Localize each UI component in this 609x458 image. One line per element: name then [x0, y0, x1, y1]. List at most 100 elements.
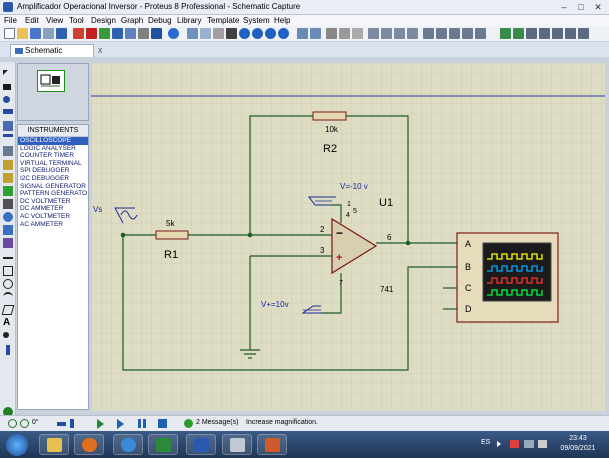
import-icon[interactable] — [43, 28, 54, 39]
box-2d-icon[interactable] — [3, 266, 13, 276]
search-tag-icon[interactable] — [500, 28, 511, 39]
clock-date[interactable]: 09/09/2021 — [560, 445, 596, 452]
mirror-horizontal-icon[interactable] — [57, 422, 66, 426]
tab-close-icon[interactable]: x — [98, 45, 103, 55]
tab-schematic-capture[interactable]: Schematic Capture — [10, 44, 94, 67]
gerber-icon[interactable] — [125, 28, 136, 39]
text-script-icon[interactable] — [3, 121, 13, 131]
menu-tool[interactable]: Tool — [69, 16, 84, 25]
paste-icon[interactable] — [352, 28, 363, 39]
taskbar-excel[interactable] — [148, 434, 178, 455]
action-center-icon[interactable] — [510, 440, 519, 448]
marker-2d-icon[interactable] — [6, 345, 10, 355]
pcb-layout-icon[interactable] — [99, 28, 110, 39]
taskbar-browser[interactable] — [113, 434, 143, 455]
redo-icon[interactable] — [310, 28, 321, 39]
stop-icon[interactable] — [158, 419, 167, 428]
mirror-vertical-icon[interactable] — [70, 419, 74, 428]
instrument-item[interactable]: I2C DEBUGGER — [20, 174, 70, 182]
design-explorer-icon[interactable] — [151, 28, 162, 39]
graph-mode-icon[interactable] — [3, 186, 13, 196]
overview-viewport[interactable] — [37, 70, 65, 92]
bus-icon[interactable] — [3, 134, 13, 137]
terminal-icon[interactable] — [3, 160, 13, 170]
zoom-area-icon[interactable] — [278, 28, 289, 39]
schematic-icon[interactable] — [86, 28, 97, 39]
schematic-canvas[interactable]: 10k R2 5k R1 Vs − + 2 3 6 4 5 1 7 U1 741… — [91, 63, 605, 411]
pan-icon[interactable] — [226, 28, 237, 39]
play-icon[interactable] — [97, 419, 104, 429]
taskbar-media-player[interactable] — [74, 434, 104, 455]
instrument-item[interactable]: SPI DEBUGGER — [20, 167, 70, 175]
rotate-ccw-icon[interactable] — [8, 419, 17, 428]
menu-edit[interactable]: Edit — [25, 16, 39, 25]
refresh-icon[interactable] — [187, 28, 198, 39]
clock-time[interactable]: 23:43 — [569, 435, 587, 442]
network-icon[interactable] — [524, 440, 534, 448]
electrical-rule-check-icon[interactable] — [578, 28, 589, 39]
menu-graph[interactable]: Graph — [121, 16, 144, 25]
generator-icon[interactable] — [3, 212, 13, 222]
path-2d-icon[interactable] — [1, 305, 15, 315]
start-button[interactable] — [6, 434, 28, 456]
text-2d-icon[interactable]: A — [3, 317, 11, 328]
zoom-out-icon[interactable] — [252, 28, 263, 39]
overview-window[interactable] — [17, 63, 89, 121]
close-project-icon[interactable] — [56, 28, 67, 39]
zoom-all-icon[interactable] — [265, 28, 276, 39]
menu-debug[interactable]: Debug — [148, 16, 172, 25]
menu-template[interactable]: Template — [207, 16, 240, 25]
instrument-item[interactable]: AC AMMETER — [20, 220, 63, 228]
show-hidden-icons-icon[interactable] — [497, 441, 502, 447]
copy-icon[interactable] — [339, 28, 350, 39]
package-tool-icon[interactable] — [449, 28, 460, 39]
rotate-cw-icon[interactable] — [20, 419, 29, 428]
save-icon[interactable] — [30, 28, 41, 39]
pause-icon[interactable] — [138, 419, 146, 428]
remove-sheet-icon[interactable] — [539, 28, 550, 39]
origin-icon[interactable] — [213, 28, 224, 39]
step-icon[interactable] — [117, 419, 124, 429]
symbol-2d-icon[interactable] — [3, 332, 9, 338]
taskbar-powerpoint[interactable] — [257, 434, 287, 455]
vpos-terminal[interactable] — [301, 305, 321, 314]
menu-file[interactable]: File — [4, 16, 17, 25]
grid-icon[interactable] — [200, 28, 211, 39]
arc-2d-icon[interactable] — [3, 292, 13, 302]
taskbar-proteus[interactable] — [222, 434, 252, 455]
instrument-item[interactable]: AC VOLTMETER — [20, 212, 71, 220]
instrument-item[interactable]: OSCILLOSCOPE — [18, 137, 88, 145]
voltage-probe-icon[interactable] — [3, 225, 13, 235]
netlist-icon[interactable] — [565, 28, 576, 39]
message-icon[interactable] — [184, 419, 193, 428]
opamp-u1[interactable] — [331, 217, 378, 275]
help-icon[interactable] — [168, 28, 179, 39]
tape-recorder-icon[interactable] — [3, 199, 13, 209]
instrument-item[interactable]: DC VOLTMETER — [20, 197, 71, 205]
taskbar-explorer[interactable] — [39, 434, 69, 455]
rotation-value[interactable]: 0° — [32, 419, 39, 426]
decompose-icon[interactable] — [462, 28, 473, 39]
block-copy-icon[interactable] — [368, 28, 379, 39]
taskbar-word[interactable] — [186, 434, 216, 455]
instrument-item[interactable]: LOGIC ANALYSER — [20, 144, 76, 152]
line-2d-icon[interactable] — [3, 253, 13, 259]
menu-library[interactable]: Library — [177, 16, 202, 25]
resistor-r1[interactable] — [155, 230, 189, 240]
instrument-item[interactable]: VIRTUAL TERMINAL — [20, 159, 82, 167]
messages-count[interactable]: 2 Message(s) — [196, 419, 239, 426]
cut-icon[interactable] — [326, 28, 337, 39]
circle-2d-icon[interactable] — [3, 279, 13, 289]
ground-symbol[interactable] — [240, 349, 260, 359]
maximize-button[interactable]: □ — [578, 2, 584, 12]
ac-source[interactable] — [114, 207, 138, 224]
menu-system[interactable]: System — [243, 16, 270, 25]
instrument-item[interactable]: PATTERN GENERATO — [20, 190, 88, 198]
language-indicator[interactable]: ES — [481, 439, 491, 446]
subcircuit-icon[interactable] — [3, 146, 13, 156]
block-move-icon[interactable] — [381, 28, 392, 39]
selection-mode-icon[interactable] — [3, 70, 8, 75]
close-button[interactable]: ✕ — [594, 2, 602, 12]
instrument-item[interactable]: COUNTER TIMER — [20, 152, 75, 160]
home-icon[interactable] — [73, 28, 84, 39]
